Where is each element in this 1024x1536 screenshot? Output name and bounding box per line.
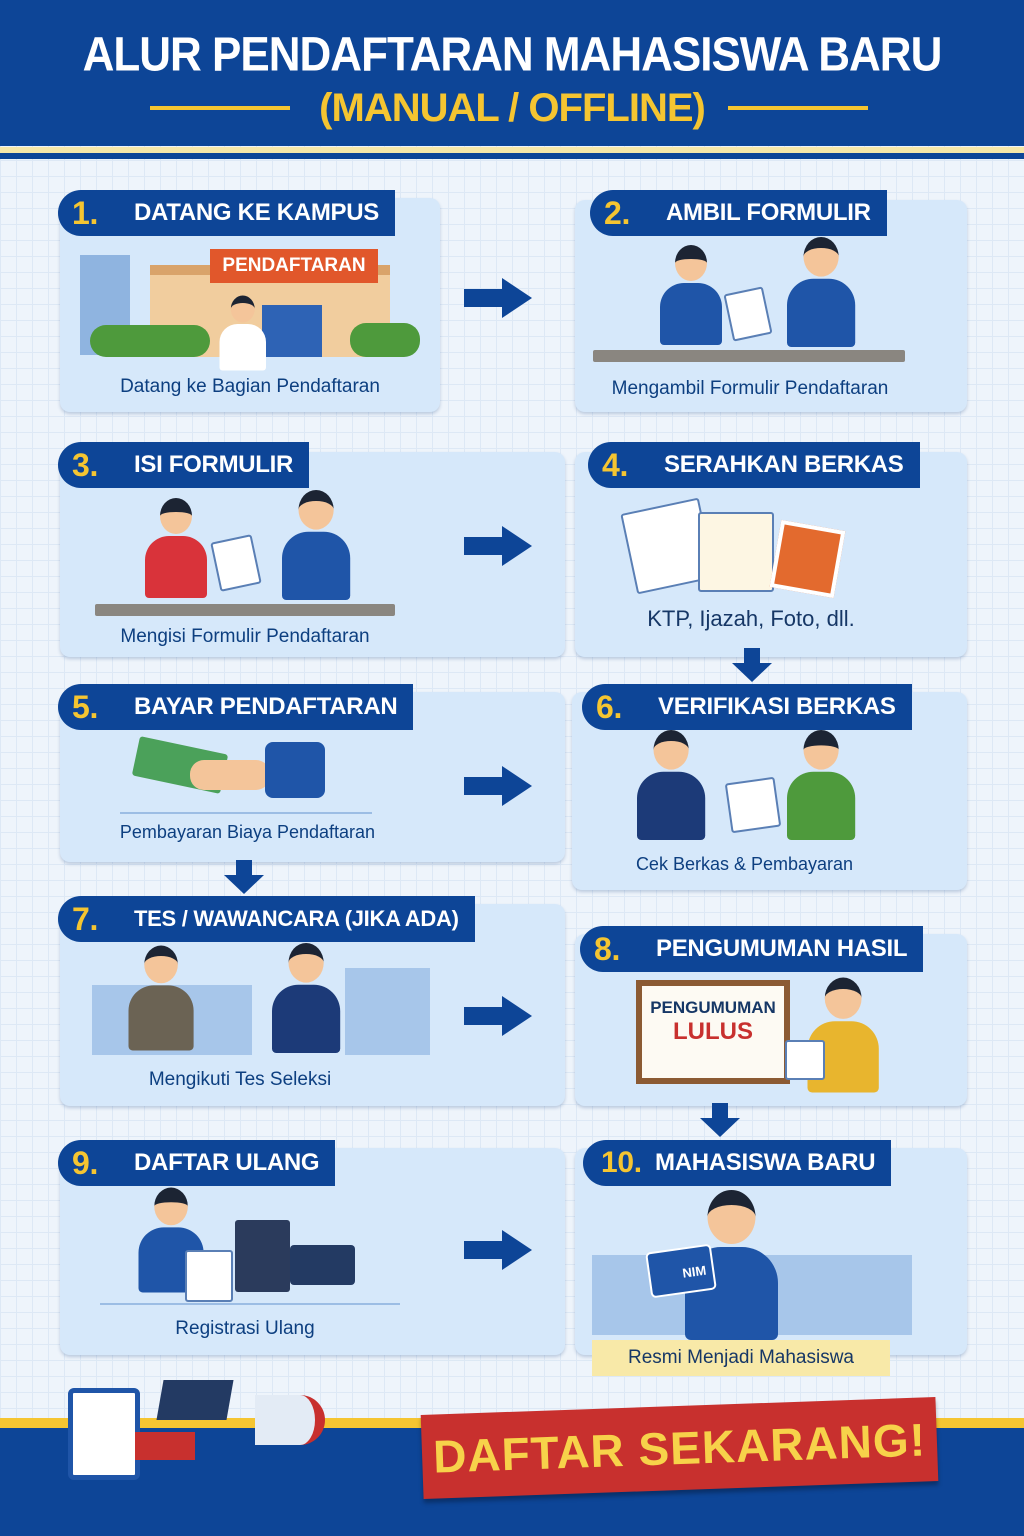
- step-title: MAHASISWA BARU: [655, 1149, 876, 1176]
- arrow-right-icon: [464, 278, 534, 318]
- step-number: 3.: [72, 447, 99, 483]
- step-caption: Mengambil Formulir Pendaftaran: [611, 378, 889, 399]
- step-caption: Mengisi Formulir Pendaftaran: [120, 626, 370, 647]
- gold-line-left: [150, 106, 290, 110]
- board-result: LULUS: [673, 1018, 753, 1045]
- campus-illustration: PENDAFTARAN: [80, 245, 420, 371]
- hand-icon: [190, 760, 270, 790]
- step-caption: Resmi Menjadi Mahasiswa: [592, 1340, 890, 1376]
- step-title: DAFTAR ULANG: [134, 1149, 320, 1176]
- desk: [95, 604, 395, 616]
- header-band: [0, 0, 1024, 146]
- student-id-card: NIM: [645, 1243, 717, 1299]
- cta-banner[interactable]: DAFTAR SEKARANG!: [420, 1397, 939, 1499]
- step-caption: Mengikuti Tes Seleksi: [148, 1069, 332, 1090]
- step-title: DATANG KE KAMPUS: [134, 199, 379, 226]
- step-title: PENGUMUMAN HASIL: [656, 935, 908, 962]
- photo-icon: [769, 519, 846, 599]
- arrow-down-icon: [700, 1103, 740, 1137]
- sleeve: [265, 742, 325, 798]
- nim-label: NIM: [681, 1262, 708, 1281]
- step-caption: Registrasi Ulang: [175, 1318, 315, 1339]
- book-icon: [135, 1432, 195, 1460]
- step-tab-3: 3. ISI FORMULIR: [58, 442, 310, 488]
- step-tab-9: 9. DAFTAR ULANG: [58, 1140, 336, 1186]
- step-tab-8: 8. PENGUMUMAN HASIL: [580, 926, 924, 972]
- divider: [0, 153, 1024, 159]
- board-title: PENGUMUMAN: [650, 998, 776, 1017]
- step-caption: KTP, Ijazah, Foto, dll.: [647, 606, 855, 631]
- step-number: 2.: [604, 195, 631, 231]
- step-title: BAYAR PENDAFTARAN: [134, 693, 398, 720]
- step-number: 8.: [594, 931, 621, 967]
- arrow-down-icon: [732, 648, 772, 682]
- step-caption: Pembayaran Biaya Pendaftaran: [119, 822, 376, 842]
- checklist-icon: [68, 1388, 140, 1480]
- step-number: 4.: [602, 447, 629, 483]
- step-number: 1.: [72, 195, 99, 231]
- step-tab-1: 1. DATANG KE KAMPUS: [58, 190, 395, 236]
- step-title: VERIFIKASI BERKAS: [658, 693, 896, 720]
- step-tab-6: 6. VERIFIKASI BERKAS: [582, 684, 912, 730]
- step-title: SERAHKAN BERKAS: [664, 451, 904, 478]
- step-number: 6.: [596, 689, 623, 725]
- desk: [593, 350, 905, 362]
- pendaftaran-sign: PENDAFTARAN: [210, 249, 378, 283]
- step-title: TES / WAWANCARA (JIKA ADA): [134, 906, 459, 931]
- step-tab-5: 5. BAYAR PENDAFTARAN: [58, 684, 414, 730]
- step-tab-10: 10. MAHASISWA BARU: [583, 1140, 892, 1186]
- gold-line-right: [728, 106, 868, 110]
- announcement-board: PENGUMUMAN LULUS: [636, 980, 790, 1084]
- graduation-cap-icon: [156, 1380, 234, 1420]
- step-caption: Datang ke Bagian Pendaftaran: [120, 376, 380, 397]
- arrow-right-icon: [464, 766, 534, 806]
- page-subtitle: (MANUAL / OFFLINE): [319, 86, 706, 130]
- step-number: 5.: [72, 689, 99, 725]
- step-title: AMBIL FORMULIR: [666, 199, 871, 226]
- building: [345, 968, 430, 1055]
- step-number: 7.: [72, 901, 99, 937]
- divider: [100, 1303, 400, 1305]
- arrow-right-icon: [464, 526, 534, 566]
- arrow-right-icon: [464, 996, 534, 1036]
- graduation-cap-icon: [290, 1245, 355, 1285]
- step-title: ISI FORMULIR: [134, 451, 294, 478]
- page-title: ALUR PENDAFTARAN MAHASISWA BARU: [82, 27, 943, 82]
- books-icon: [235, 1220, 290, 1292]
- document-icon: [698, 512, 774, 592]
- step-tab-7: 7. TES / WAWANCARA (JIKA ADA): [58, 896, 475, 942]
- divider: [120, 812, 372, 814]
- step-tab-4: 4. SERAHKAN BERKAS: [588, 442, 920, 488]
- step-number: 9.: [72, 1145, 99, 1181]
- arrow-down-icon: [224, 860, 264, 894]
- step-tab-2: 2. AMBIL FORMULIR: [590, 190, 887, 236]
- step-caption: Cek Berkas & Pembayaran: [635, 854, 854, 874]
- megaphone-icon: [255, 1395, 325, 1445]
- arrow-right-icon: [464, 1230, 534, 1270]
- step-number: 10.: [601, 1146, 642, 1179]
- divider: [0, 147, 1024, 153]
